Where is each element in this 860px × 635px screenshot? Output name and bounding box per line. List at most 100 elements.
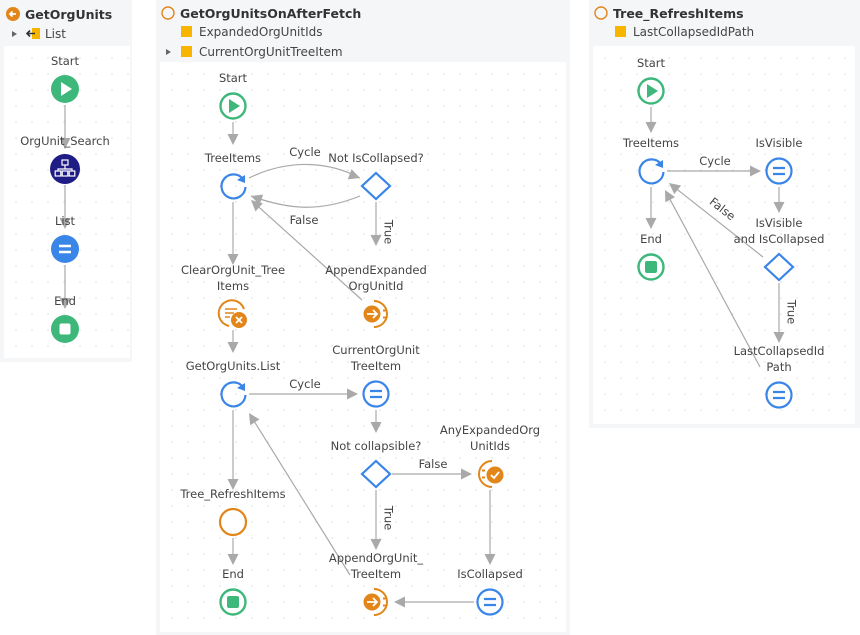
client-action-icon	[161, 6, 175, 20]
flow-title-text: GetOrgUnitsOnAfterFetch	[180, 6, 362, 21]
arrow-head	[484, 554, 496, 565]
node-iscollapsed[interactable]: IsCollapsed	[457, 567, 523, 616]
flow-title-getorgunits[interactable]: GetOrgUnits	[6, 7, 112, 22]
flow-title-text: GetOrgUnits	[25, 7, 113, 22]
node-start[interactable]: Start	[637, 56, 666, 105]
server-action-icon	[6, 7, 20, 21]
edge-label: Cycle	[289, 377, 320, 391]
arrow-head	[347, 169, 360, 180]
arrow-head	[59, 218, 71, 229]
expand-arrow-icon[interactable]	[12, 31, 17, 37]
flow-title-refresh[interactable]: Tree_RefreshItems	[594, 6, 744, 21]
arrow-head	[394, 596, 405, 608]
node-appendtree[interactable]: AppendOrgUnit_TreeItem	[329, 551, 423, 616]
flow-title-afterfetch[interactable]: GetOrgUnitsOnAfterFetch	[161, 6, 361, 21]
flow-canvas-refresh[interactable]	[593, 46, 855, 424]
connector-line[interactable]	[667, 195, 761, 368]
connector-line[interactable]	[673, 186, 764, 258]
list-append-icon	[373, 588, 388, 616]
node-getlist[interactable]: GetOrgUnits.List	[186, 359, 281, 408]
edge-label: False	[419, 457, 448, 471]
edge-label: True	[382, 219, 396, 244]
connector-line[interactable]	[251, 417, 351, 576]
edge-notcollapsed-to-treeitems[interactable]: False	[250, 195, 361, 227]
node-refresh[interactable]: Tree_RefreshItems	[179, 487, 286, 537]
if-icon	[360, 459, 392, 489]
arrow-head	[773, 202, 785, 213]
arrow-head	[227, 554, 239, 565]
arrow-head	[227, 134, 239, 145]
arrow-head	[370, 235, 382, 246]
arrow-head	[251, 194, 264, 205]
edge-label: Cycle	[289, 145, 320, 159]
assign-icon	[362, 380, 390, 408]
arrow-head	[370, 422, 382, 433]
edge-lastpath-to-treeitems[interactable]	[667, 195, 761, 368]
node-isvisible[interactable]: IsVisible	[756, 136, 803, 185]
arrow-head	[773, 332, 785, 343]
connector-line[interactable]	[255, 203, 363, 301]
if-icon	[360, 171, 392, 201]
node-label: IsCollapsed	[457, 567, 523, 581]
node-search[interactable]: OrgUnit_Search	[20, 134, 110, 184]
variable-item-expandedorgunitids[interactable]: ExpandedOrgUnitIds	[181, 25, 323, 39]
node-start[interactable]: Start	[51, 54, 80, 103]
assign-icon	[51, 235, 79, 263]
node-start[interactable]: Start	[219, 71, 248, 120]
node-label: Tree_RefreshItems	[179, 487, 285, 501]
node-label: Start	[51, 54, 80, 68]
connector-line[interactable]	[248, 163, 361, 179]
edge-getlist-to-current[interactable]: Cycle	[249, 377, 352, 395]
arrow-head	[645, 218, 657, 229]
foreach-icon	[220, 173, 247, 200]
node-notcollapsible[interactable]: Not collapsible?	[331, 439, 422, 489]
edge-cond-to-treeitems[interactable]: False	[673, 186, 764, 258]
variable-item-lastcollapsedidpath[interactable]: LastCollapsedIdPath	[615, 25, 754, 39]
expand-arrow-icon[interactable]	[166, 49, 171, 55]
client-action-icon	[594, 6, 608, 20]
node-label: TreeItems	[204, 151, 261, 165]
edge-cond-to-lastpath[interactable]: True	[778, 283, 799, 337]
arrow-head	[347, 388, 358, 400]
node-end[interactable]: End	[637, 232, 665, 281]
node-treeitems[interactable]: TreeItems	[622, 136, 679, 185]
node-notcollapsed[interactable]: Not IsCollapsed?	[328, 151, 424, 201]
node-end[interactable]: End	[51, 294, 79, 343]
variable-item-currentorgunittreeitem[interactable]: CurrentOrgUnitTreeItem	[181, 45, 343, 59]
node-end[interactable]: End	[219, 567, 247, 616]
node-treeitems[interactable]: TreeItems	[204, 151, 261, 200]
edge-notcollapsible-to-anyexpanded[interactable]: False	[392, 457, 466, 475]
node-label: AppendOrgUnit_TreeItem	[329, 551, 423, 581]
assign-icon	[476, 588, 504, 616]
arrow-head	[370, 539, 382, 550]
arrow-head	[59, 138, 71, 149]
edge-notcollapsed-to-appendexpanded[interactable]: True	[375, 202, 396, 244]
assign-icon	[765, 381, 793, 409]
node-label: OrgUnit_Search	[20, 134, 110, 148]
flow-canvas-afterfetch[interactable]	[160, 62, 566, 632]
foreach-icon	[638, 158, 665, 185]
node-list[interactable]: List	[51, 214, 79, 263]
foreach-icon	[220, 381, 247, 408]
edge-appendtree-to-getlist[interactable]	[251, 417, 351, 576]
arrow-head	[227, 254, 239, 265]
edge-treeitems-to-isvisible[interactable]: Cycle	[667, 154, 755, 172]
variable-item-list[interactable]: List	[25, 27, 66, 41]
node-label: IsVisible	[756, 136, 803, 150]
edge-notcollapsible-to-appendtree[interactable]: True	[375, 490, 396, 544]
node-label: End	[222, 567, 244, 581]
connector-line[interactable]	[250, 195, 361, 208]
node-label: TreeItems	[622, 136, 679, 150]
edge-appendexpanded-to-treeitems[interactable]	[255, 203, 363, 301]
flow-title-text: Tree_RefreshItems	[613, 6, 744, 21]
